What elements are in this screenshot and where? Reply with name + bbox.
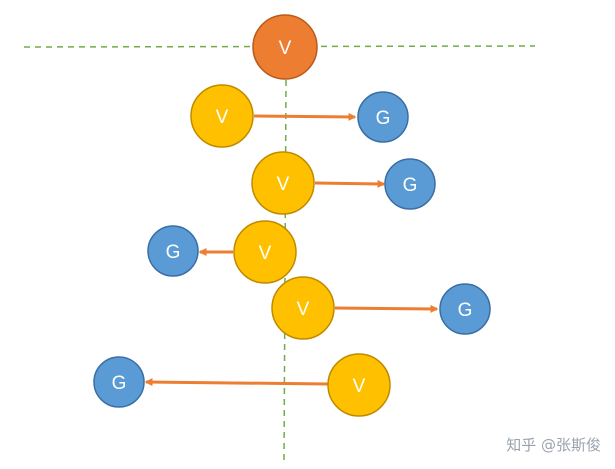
g-node-2-label: G	[403, 175, 418, 196]
arrow-v4-to-g4	[334, 304, 439, 313]
top-v-label: V	[279, 38, 292, 59]
v-node-1-label: V	[216, 107, 229, 128]
v-node-2-label: V	[277, 174, 290, 195]
v-node-3-label: V	[259, 243, 272, 264]
v-node-4-label: V	[297, 299, 310, 320]
g-node-4-label: G	[458, 300, 473, 321]
g-node-4: G	[439, 283, 491, 335]
g-node-1-label: G	[376, 108, 391, 129]
top-v-node: V	[252, 14, 318, 80]
arrow-v2-to-g2	[314, 179, 386, 188]
v-node-5-label: V	[353, 376, 366, 397]
arrow-v1-to-g1	[253, 112, 357, 121]
v-node-4: V	[271, 276, 335, 340]
v-node-1: V	[190, 84, 254, 148]
g-node-3: G	[147, 225, 199, 277]
v-node-5: V	[327, 353, 391, 417]
g-node-5-label: G	[112, 373, 127, 394]
g-node-5: G	[93, 356, 145, 408]
g-node-3-label: G	[166, 242, 181, 263]
g-node-1: G	[357, 91, 409, 143]
arrow-v5-to-g5	[144, 378, 329, 387]
g-node-2: G	[384, 158, 436, 210]
v-node-3: V	[233, 220, 297, 284]
v-node-2: V	[251, 151, 315, 215]
watermark-text: 知乎 @张斯俊	[506, 436, 601, 454]
